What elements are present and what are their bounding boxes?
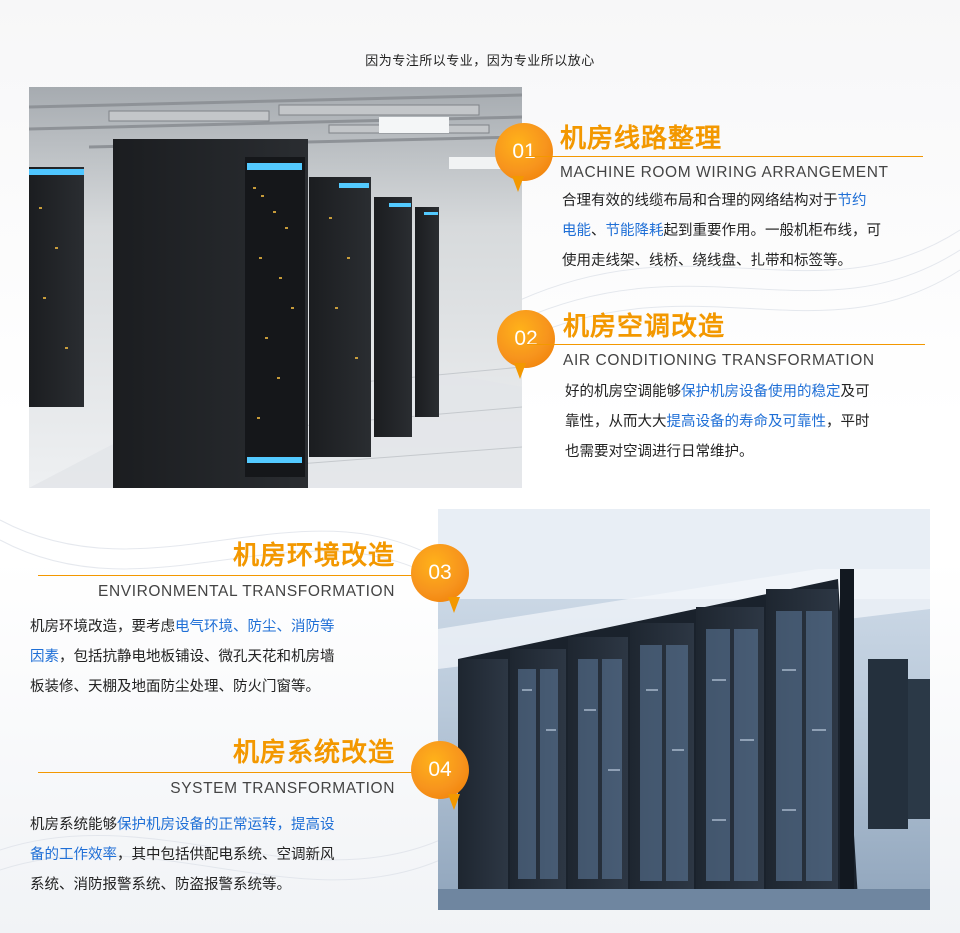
title-underline (38, 772, 436, 773)
description-text: 及可 (840, 384, 870, 400)
section-subtitle: ENVIRONMENTAL TRANSFORMATION (98, 583, 395, 600)
highlighted-text: 提高设备的寿命及可靠性 (666, 414, 827, 430)
description-line: 合理有效的线缆布局和合理的网络结构对于节约 (562, 186, 937, 216)
highlighted-text: 保护机房设备的正常运转，提高设 (117, 817, 335, 833)
section-number-badge: 04 (411, 741, 469, 799)
description-line: 因素，包括抗静电地板铺设、微孔天花和机房墙 (30, 642, 405, 672)
data-center-cabinets-photo (438, 509, 930, 910)
description-text: 也需要对空调进行日常维护。 (565, 444, 754, 460)
highlighted-text: 备的工作效率 (30, 847, 117, 863)
title-underline (38, 575, 436, 576)
section-description: 机房系统能够保护机房设备的正常运转，提高设备的工作效率，其中包括供配电系统、空调… (30, 810, 405, 900)
description-line: 使用走线架、线桥、绕线盘、扎带和标签等。 (562, 246, 937, 276)
description-line: 好的机房空调能够保护机房设备使用的稳定及可 (565, 377, 940, 407)
description-line: 系统、消防报警系统、防盗报警系统等。 (30, 870, 405, 900)
highlighted-text: 保护机房设备使用的稳定 (681, 384, 841, 400)
description-text: 合理有效的线缆布局和合理的网络结构对于 (562, 193, 838, 209)
section-subtitle: SYSTEM TRANSFORMATION (170, 780, 395, 797)
badge-pointer (514, 363, 526, 379)
section-description: 好的机房空调能够保护机房设备使用的稳定及可靠性，从而大大提高设备的寿命及可靠性，… (565, 377, 940, 467)
badge-pointer (512, 176, 524, 192)
section-subtitle: AIR CONDITIONING TRANSFORMATION (563, 352, 875, 369)
description-line: 靠性，从而大大提高设备的寿命及可靠性，平时 (565, 407, 940, 437)
description-line: 板装修、天棚及地面防尘处理、防火门窗等。 (30, 672, 405, 702)
highlighted-text: 电能 (562, 223, 591, 239)
section-description: 机房环境改造，要考虑电气环境、防尘、消防等因素，包括抗静电地板铺设、微孔天花和机… (30, 612, 405, 702)
description-text: 板装修、天棚及地面防尘处理、防火门窗等。 (30, 679, 320, 695)
description-text: 起到重要作用。一般机柜布线，可 (663, 223, 882, 239)
description-text: 系统、消防报警系统、防盗报警系统等。 (30, 877, 291, 893)
description-text: ，包括抗静电地板铺设、微孔天花和机房墙 (59, 649, 335, 665)
description-text: 机房环境改造，要考虑 (30, 619, 175, 635)
description-text: 使用走线架、线桥、绕线盘、扎带和标签等。 (562, 253, 852, 269)
section-subtitle: MACHINE ROOM WIRING ARRANGEMENT (560, 164, 889, 181)
description-text: ，其中包括供配电系统、空调新风 (117, 847, 335, 863)
description-text: 机房系统能够 (30, 817, 117, 833)
section-number-badge: 03 (411, 544, 469, 602)
highlighted-text: 因素 (30, 649, 59, 665)
highlighted-text: 节能降耗 (605, 223, 664, 239)
section-title: 机房系统改造 (232, 738, 395, 768)
section-number-badge: 02 (497, 310, 555, 368)
description-line: 机房系统能够保护机房设备的正常运转，提高设 (30, 810, 405, 840)
description-line: 电能、节能降耗起到重要作用。一般机柜布线，可 (562, 216, 937, 246)
highlighted-text: 节约 (837, 193, 867, 209)
section-title: 机房环境改造 (232, 541, 395, 571)
description-line: 也需要对空调进行日常维护。 (565, 437, 940, 467)
badge-pointer (448, 794, 460, 810)
description-text: 好的机房空调能够 (565, 384, 681, 400)
section-number-badge: 01 (495, 123, 553, 181)
server-room-photo (29, 87, 522, 488)
section-title: 机房线路整理 (560, 124, 723, 154)
page-tagline: 因为专注所以专业，因为专业所以放心 (365, 54, 595, 69)
section-description: 合理有效的线缆布局和合理的网络结构对于节约电能、节能降耗起到重要作用。一般机柜布… (562, 186, 937, 276)
title-underline (527, 344, 925, 345)
title-underline (525, 156, 923, 157)
highlighted-text: 电气环境、防尘、消防等 (175, 619, 335, 635)
description-line: 备的工作效率，其中包括供配电系统、空调新风 (30, 840, 405, 870)
description-text: ，平时 (826, 414, 870, 430)
description-text: 、 (591, 223, 606, 239)
section-title: 机房空调改造 (563, 312, 726, 342)
description-text: 靠性，从而大大 (565, 414, 667, 430)
description-line: 机房环境改造，要考虑电气环境、防尘、消防等 (30, 612, 405, 642)
badge-pointer (448, 597, 460, 613)
